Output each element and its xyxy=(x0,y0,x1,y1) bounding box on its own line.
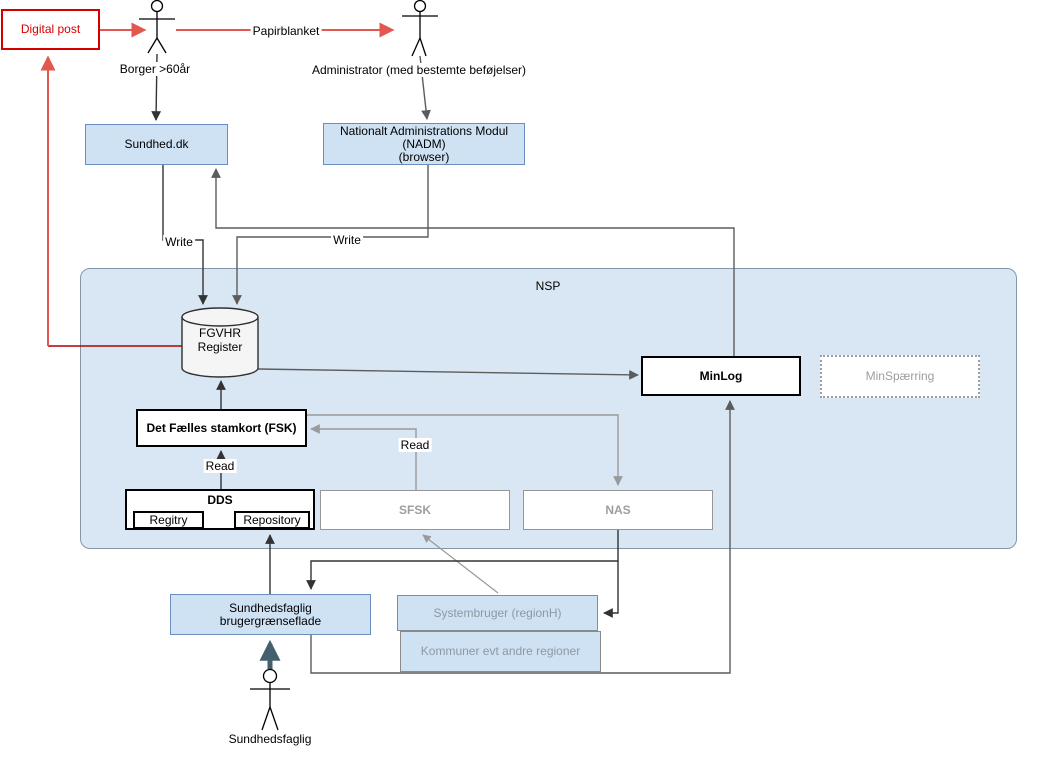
fgvhr-label-line1: FGVHR xyxy=(199,326,241,340)
minspaerring-label: MinSpærring xyxy=(865,369,935,383)
minspaerring-box: MinSpærring xyxy=(820,355,980,398)
administrator-actor xyxy=(402,0,438,57)
read-label-1: Read xyxy=(203,459,237,473)
dds-box: DDS Regitry Repository xyxy=(125,489,315,530)
sfsk-label: SFSK xyxy=(398,502,431,517)
nsp-label: NSP xyxy=(535,279,561,293)
nadm-box: Nationalt Administrations Modul (NADM) (… xyxy=(323,123,525,165)
sundhedsfaglig-actor-label: Sundhedsfaglig xyxy=(226,732,314,746)
fgvhr-label: FGVHR Register xyxy=(182,326,258,354)
fsk-box: Det Fælles stamkort (FSK) xyxy=(136,409,307,447)
sundhed-dk-box: Sundhed.dk xyxy=(85,124,228,165)
minlog-label: MinLog xyxy=(699,368,743,383)
dds-label: DDS xyxy=(207,493,233,507)
write-label-1: Write xyxy=(163,235,195,249)
minlog-box: MinLog xyxy=(641,356,801,396)
sundhedsfaglig-actor xyxy=(250,668,290,731)
fgvhr-label-line2: Register xyxy=(197,340,243,354)
administrator-actor-label: Administrator (med bestemte beføjelser) xyxy=(309,63,529,77)
ui-label-line1: Sundhedsfaglig xyxy=(229,600,312,615)
dds-registry-label: Regitry xyxy=(149,512,188,527)
nas-label: NAS xyxy=(605,502,631,517)
ui-label-line2: brugergrænseflade xyxy=(219,613,322,628)
sfsk-box: SFSK xyxy=(320,490,510,530)
fsk-label: Det Fælles stamkort (FSK) xyxy=(146,420,297,435)
digital-post-label: Digital post xyxy=(20,22,81,36)
kommuner-box: Kommuner evt andre regioner xyxy=(400,631,601,672)
kommuner-label: Kommuner evt andre regioner xyxy=(420,644,581,658)
sundhed-dk-label: Sundhed.dk xyxy=(124,137,189,151)
digital-post-box: Digital post xyxy=(1,9,100,50)
nadm-label-line2: (NADM) xyxy=(402,136,446,151)
systembruger-box: Systembruger (regionH) xyxy=(397,595,598,631)
sundhedsfaglig-ui-box: Sundhedsfaglig brugergrænseflade xyxy=(170,594,371,635)
edge-nas-to-systembruger xyxy=(603,561,619,618)
dds-repository-label: Repository xyxy=(243,512,301,527)
dds-repository-box: Repository xyxy=(234,511,310,529)
systembruger-label: Systembruger (regionH) xyxy=(433,605,562,620)
borger-actor-label: Borger >60år xyxy=(117,62,193,76)
nadm-label-line1: Nationalt Administrations Modul xyxy=(339,123,509,138)
dds-registry-box: Regitry xyxy=(133,511,204,529)
read-label-2: Read xyxy=(398,438,432,452)
write-label-2: Write xyxy=(331,233,363,247)
nas-box: NAS xyxy=(523,490,713,530)
borger-actor xyxy=(139,0,175,54)
nadm-label-line3: (browser) xyxy=(398,149,450,164)
papirblanket-label: Papirblanket xyxy=(250,24,322,38)
